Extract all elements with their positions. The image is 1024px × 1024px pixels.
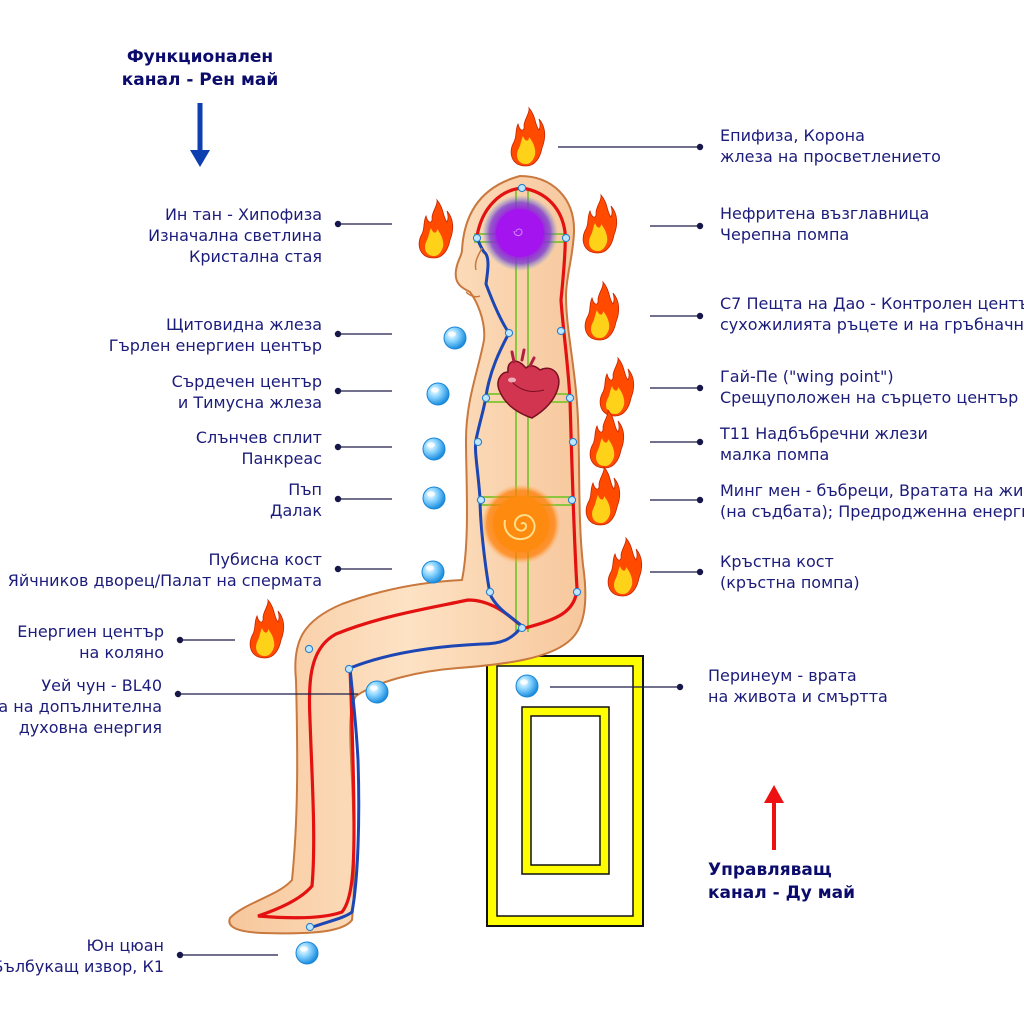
label-line: малка помпа: [720, 445, 829, 464]
label-line: Пъп: [288, 480, 322, 499]
label-line: Панкреас: [241, 449, 322, 468]
stool: [486, 655, 644, 927]
label-line: С7 Пещта на Дао - Контролен център на: [720, 294, 1024, 313]
right-label-wing-point: Гай-Пе ("wing point") Срещуположен на съ…: [650, 367, 1018, 407]
label-line: Т11 Надбъбречни жлези: [719, 424, 928, 443]
label-line: Кристална стая: [189, 247, 322, 266]
purple-orb-icon: [482, 195, 558, 271]
label-line: и Тимусна жлеза: [178, 393, 322, 412]
label-line: Бълбукащ извор, К1: [0, 957, 164, 976]
right-label-sacrum: Кръстна кост (кръстна помпа): [650, 552, 860, 592]
label-line: Минг мен - бъбреци, Вратата на живота: [720, 481, 1024, 500]
ren-mai-arrow: [190, 103, 210, 167]
label-line: Пубисна кост: [209, 550, 322, 569]
label-line: Енергиен център: [17, 622, 164, 641]
label-line: Кръстна кост: [720, 552, 834, 571]
label-line: (кръстна помпа): [720, 573, 860, 592]
ren-mai-title-line1: Функционален: [127, 47, 273, 67]
label-line: Перинеум - врата: [708, 666, 857, 685]
label-line: Далак: [270, 501, 322, 520]
left-label-pituitary: Ин тан - Хипофиза Изначална светлина Кри…: [148, 205, 392, 266]
heart-icon: [497, 348, 560, 419]
du-mai-channel: [257, 186, 579, 920]
label-line: Яйчников дворец/Палат на спермата: [8, 571, 322, 590]
label-line: Сърдечен център: [172, 372, 322, 391]
label-line: на коляно: [79, 643, 164, 662]
right-label-t11: Т11 Надбъбречни жлези малка помпа: [650, 424, 928, 464]
label-line: Ин тан - Хипофиза: [165, 205, 322, 224]
right-label-c7: С7 Пещта на Дао - Контролен център на су…: [650, 294, 1024, 334]
du-mai-title-line2: канал - Ду май: [708, 883, 855, 903]
label-line: Слънчев сплит: [196, 428, 322, 447]
left-label-solar-plexus: Слънчев сплит Панкреас: [196, 428, 392, 468]
du-mai-arrow: [764, 785, 784, 850]
left-label-k1: Юн цюан Бълбукащ извор, К1: [0, 936, 278, 976]
orange-spiral-orb-icon: [481, 484, 561, 564]
label-line: (на съдбата); Предродженна енергия: [720, 502, 1024, 521]
label-line: на живота и смъртта: [708, 687, 888, 706]
left-label-bl40: Уей чун - BL40 Точка на допълнителна дух…: [0, 676, 358, 737]
right-label-pineal: Епифиза, Корона жлеза на просветлението: [558, 126, 941, 166]
label-line: Точка на допълнителна: [0, 697, 162, 716]
label-line: Уей чун - BL40: [41, 676, 162, 695]
body-silhouette: [228, 174, 587, 935]
right-label-jade-pillow: Нефритена възглавница Черепна помпа: [650, 204, 929, 244]
label-line: жлеза на просветлението: [720, 147, 941, 166]
left-label-pubic-bone: Пубисна кост Яйчников дворец/Палат на сп…: [8, 550, 392, 590]
label-line: Епифиза, Корона: [720, 126, 865, 145]
label-line: Гърлен енергиен център: [109, 336, 322, 355]
right-label-ming-men: Минг мен - бъбреци, Вратата на живота (н…: [650, 481, 1024, 521]
right-label-perineum: Перинеум - врата на живота и смъртта: [550, 666, 888, 706]
label-line: Гай-Пе ("wing point"): [720, 367, 894, 386]
ren-mai-title-line2: канал - Рен май: [122, 70, 279, 90]
left-label-heart-center: Сърдечен център и Тимусна жлеза: [172, 372, 392, 412]
left-label-navel: Пъп Далак: [270, 480, 392, 520]
face-profile: [465, 247, 483, 298]
left-label-thyroid: Щитовидна жлеза Гърлен енергиен център: [109, 315, 392, 355]
label-line: Черепна помпа: [720, 225, 849, 244]
label-line: Щитовидна жлеза: [166, 315, 322, 334]
label-line: Юн цюан: [87, 936, 164, 955]
label-line: духовна енергия: [19, 718, 162, 737]
left-label-knee-center: Енергиен център на коляно: [17, 622, 235, 662]
du-mai-title-line1: Управляващ: [708, 860, 832, 880]
label-line: Нефритена възглавница: [720, 204, 929, 223]
label-line: сухожилията ръцете и на гръбначния стълб: [720, 315, 1024, 334]
label-line: Изначална светлина: [148, 226, 322, 245]
label-line: Срещуположен на сърцето център: [720, 388, 1018, 407]
